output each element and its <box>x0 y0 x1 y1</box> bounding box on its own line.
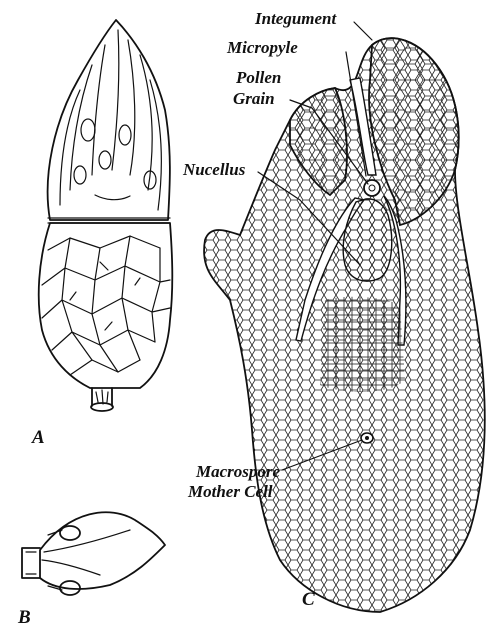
label-integument: Integument <box>254 9 338 28</box>
panel-letter-a: A <box>31 427 45 448</box>
central-tissue <box>320 297 405 392</box>
label-macrospore-line2: Mother Cell <box>187 482 273 501</box>
panel-b-scale <box>22 512 165 595</box>
label-pollen-line2: Grain <box>233 89 275 108</box>
panel-a-cone <box>39 20 173 411</box>
scale-outline <box>40 512 165 589</box>
panel-letter-c: C <box>302 589 315 610</box>
cone-lower-outline <box>39 223 173 388</box>
panel-c-section <box>204 38 485 612</box>
label-macrospore-line1: Macrospore <box>195 462 281 481</box>
ovule-upper <box>60 526 80 540</box>
panel-letter-b: B <box>17 607 31 626</box>
label-micropyle: Micropyle <box>226 38 298 57</box>
label-pollen-line1: Pollen <box>235 68 281 87</box>
label-nucellus: Nucellus <box>182 160 246 179</box>
